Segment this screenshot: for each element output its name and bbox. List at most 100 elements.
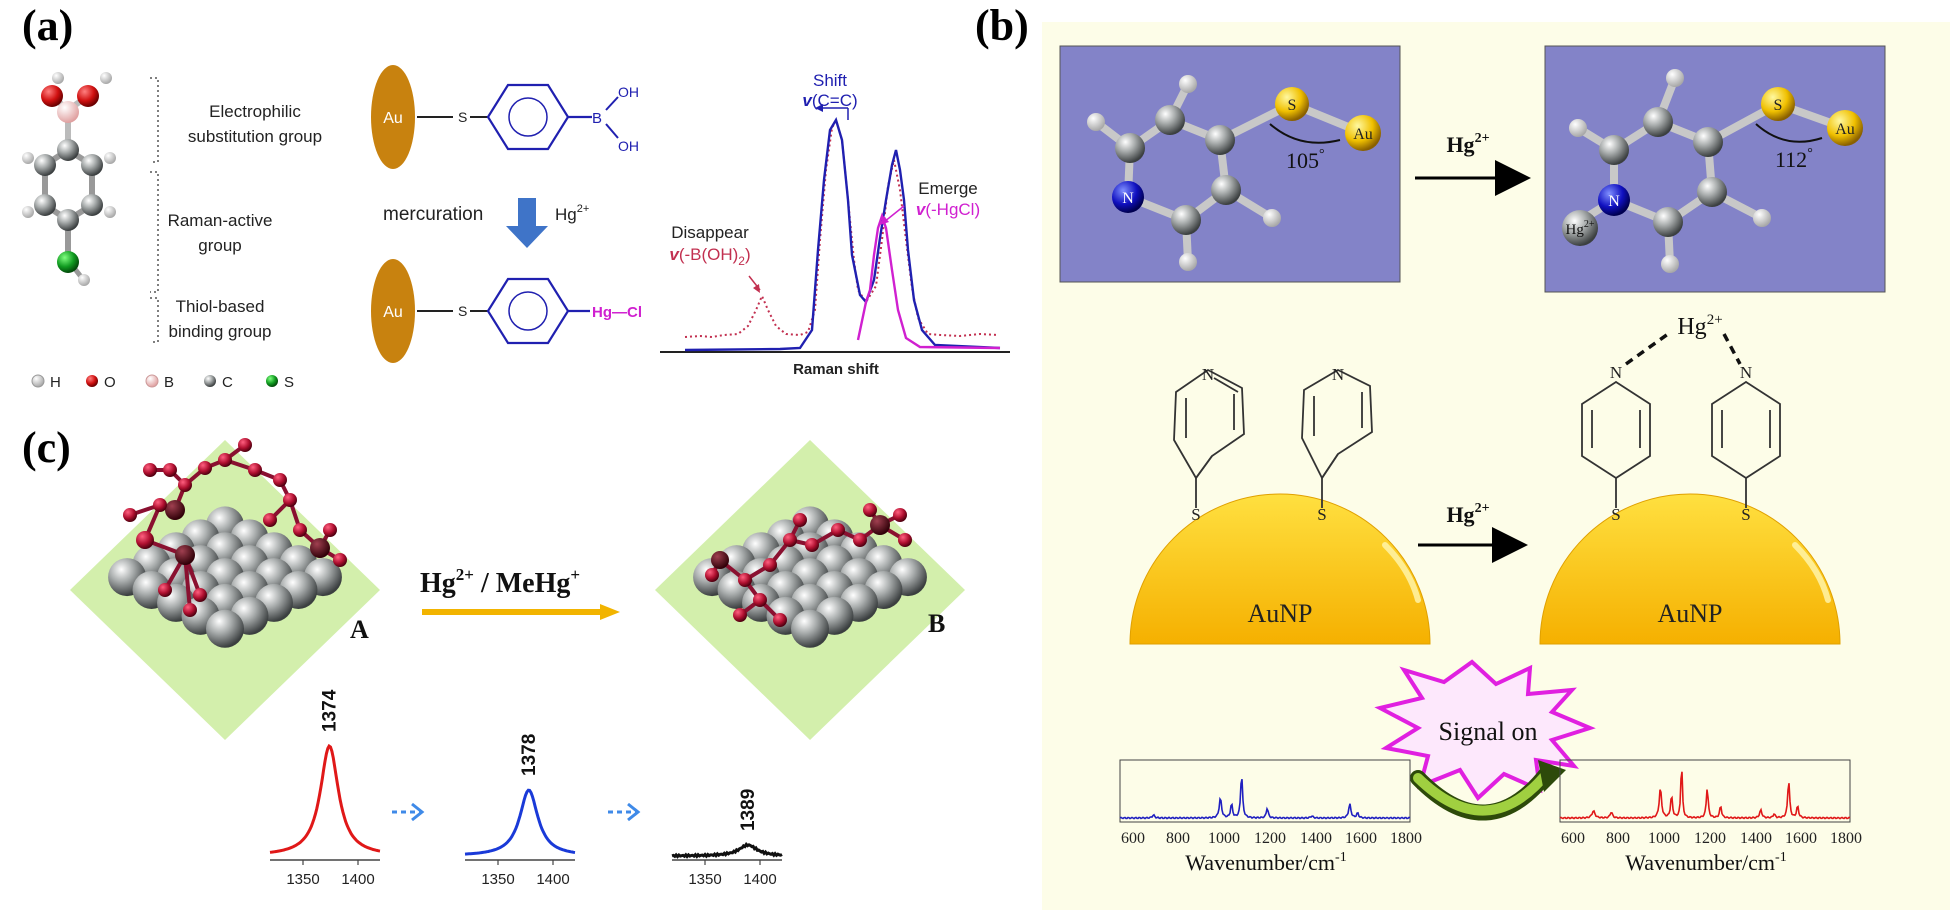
s-atom-label: S	[1774, 97, 1783, 114]
adsorbate-atom	[123, 508, 137, 522]
tick-label: 1600	[1785, 830, 1817, 847]
adsorbate-atom	[853, 533, 867, 547]
adsorbate-atom	[153, 498, 167, 512]
boh2-mode-label: v(-B(OH)2)	[669, 245, 750, 268]
panel-a: (a)	[22, 1, 1010, 391]
reagent-label: Hg2+ / MeHg+	[420, 565, 580, 599]
adsorbate-atom	[705, 568, 719, 582]
adsorbate-atom	[218, 453, 232, 467]
spectrum-left: 600 800 1000 1200 1400 1600 1800 Wavenum…	[1119, 759, 1422, 875]
tick-label: 1000	[1208, 830, 1240, 847]
surface-b-label: B	[928, 609, 945, 638]
surface-b: B	[655, 440, 965, 740]
au-atom-label: Au	[1353, 126, 1373, 143]
mol-box-after: N Hg2+ S Au 112°	[1544, 45, 1886, 293]
peak-curve	[671, 842, 783, 859]
adsorbate-atom	[163, 463, 177, 477]
tick-label: 1800	[1830, 830, 1862, 847]
emerge-label: Emerge	[918, 179, 978, 198]
tick-label: 1350	[286, 871, 319, 888]
adsorbate-atom	[893, 508, 907, 522]
surface-atom	[791, 609, 829, 648]
au-label: Au	[383, 110, 403, 127]
adsorbate-atom	[711, 551, 729, 569]
adsorbate-atom	[870, 515, 890, 535]
hgcl-label: Hg—Cl	[592, 304, 642, 321]
aunp-right: AuNP S S N N Hg2+	[1539, 312, 1841, 645]
tick-label: 1400	[1300, 830, 1332, 847]
adsorbate-atom	[143, 463, 157, 477]
wavenumber-axis-label: Wavenumber/cm-1	[1625, 850, 1786, 875]
aunp-left: AuNP S S N N	[1129, 365, 1431, 645]
au-label: Au	[383, 304, 403, 321]
panel-b-label: (b)	[975, 1, 1029, 50]
panel-b: (b) N S	[975, 1, 1950, 910]
s-label: S	[1191, 505, 1200, 524]
tick-label: 1200	[1694, 830, 1726, 847]
mol-box-before: N S Au 105°	[1059, 45, 1401, 283]
atom-legend: H O B C S	[31, 374, 294, 391]
adsorbate-atom	[178, 478, 192, 492]
n-atom-label: N	[1608, 193, 1620, 210]
group-brackets	[150, 77, 159, 343]
reaction-reagent-label: Hg2+	[1446, 501, 1489, 527]
group-label: binding group	[168, 322, 271, 341]
peak-label: 1378	[519, 734, 540, 776]
peak-curve	[464, 788, 576, 856]
wavenumber-axis-label: Wavenumber/cm-1	[1185, 850, 1346, 875]
adsorbate-atom	[293, 523, 307, 537]
legend-item: H	[50, 374, 61, 391]
tick-label: 1350	[481, 871, 514, 888]
tick-label: 1400	[536, 871, 569, 888]
adsorbate-atom	[863, 503, 877, 517]
n-label: N	[1610, 363, 1622, 382]
s-label: S	[458, 303, 467, 319]
s-label: S	[1317, 505, 1326, 524]
adsorbate-atom	[193, 588, 207, 602]
adsorbate-atom	[773, 613, 787, 627]
s-label: S	[458, 109, 467, 125]
n-atom-label: N	[1122, 190, 1134, 207]
adsorbate-atom	[273, 473, 287, 487]
adsorbate-atom	[793, 513, 807, 527]
peak-arrows	[392, 802, 641, 822]
group-label: substitution group	[188, 127, 322, 146]
adsorbate-atom	[763, 558, 777, 572]
mercurated-structure: Au S Hg—Cl	[371, 259, 642, 363]
tick-label: 800	[1606, 830, 1630, 847]
spectrum-line	[1559, 771, 1851, 820]
shift-label: Shift	[813, 71, 847, 90]
tick-label: 1600	[1345, 830, 1377, 847]
hgcl-mode-label: v(-HgCl)	[916, 200, 980, 219]
angle-label: 112°	[1775, 146, 1813, 172]
adsorbate-atom	[238, 438, 252, 452]
au-electrode	[371, 65, 415, 169]
group-label: group	[198, 236, 241, 255]
au-electrode	[371, 259, 415, 363]
adsorbate-atom	[175, 545, 195, 565]
peak-label: 1374	[319, 689, 340, 732]
legend-item: O	[104, 374, 116, 391]
s-label: S	[1741, 505, 1750, 524]
adsorbate-atom	[733, 608, 747, 622]
tick-label: 1400	[341, 871, 374, 888]
adsorbate-atom	[783, 533, 797, 547]
adsorbate-atom	[158, 583, 172, 597]
tick-label: 1400	[743, 871, 776, 888]
signal-on-label: Signal on	[1439, 717, 1538, 746]
spectrum-line	[1119, 779, 1411, 820]
panel-a-label: (a)	[22, 1, 73, 50]
adsorbate-atom	[738, 573, 752, 587]
adsorbate-atom	[898, 533, 912, 547]
surface-a-label: A	[350, 615, 369, 644]
adsorbate-atom	[310, 538, 330, 558]
adsorbate-atom	[323, 523, 337, 537]
peak-label: 1389	[738, 789, 759, 831]
adsorbate-atom	[333, 553, 347, 567]
oh-label: OH	[618, 138, 639, 154]
mercuration-label: mercuration	[383, 204, 483, 225]
group-label: Raman-active	[168, 211, 273, 230]
n-label: N	[1202, 365, 1214, 384]
tick-label: 800	[1166, 830, 1190, 847]
